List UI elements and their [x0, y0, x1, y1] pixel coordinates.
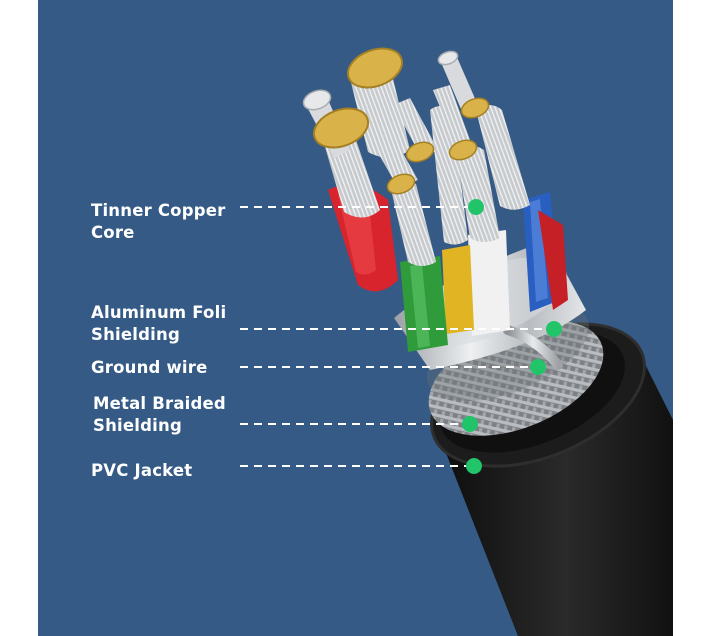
ground-wire-strand [503, 325, 563, 370]
label-aluminum-foil-shielding: Aluminum Foli Shielding [91, 303, 227, 344]
marker-jacket [466, 458, 482, 474]
markers [462, 199, 562, 474]
marker-foil [546, 321, 562, 337]
leader-lines [240, 206, 554, 467]
label-tinner-copper-core: Tinner Copper Core [91, 201, 226, 242]
label-ground-wire: Ground wire [91, 358, 208, 377]
marker-ground [530, 359, 546, 375]
cable-illustration [240, 47, 673, 636]
marker-braid [462, 416, 478, 432]
label-metal-braided-shielding: Metal Braided Shielding [93, 394, 226, 435]
cable-diagram-panel: Tinner Copper Core Aluminum Foli Shieldi… [38, 0, 673, 636]
label-pvc-jacket: PVC Jacket [91, 461, 193, 480]
marker-copper-core [468, 199, 484, 215]
copper-tips [302, 47, 490, 195]
